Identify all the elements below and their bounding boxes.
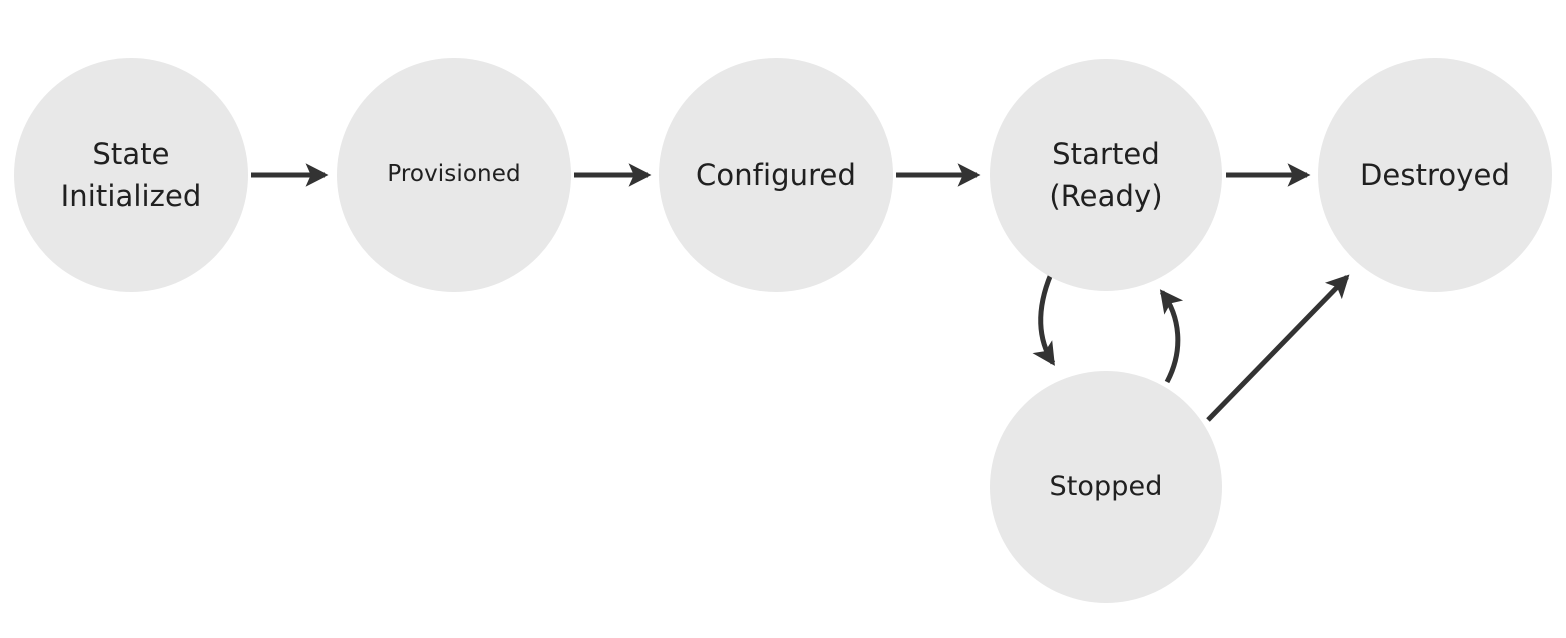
edge-stopped-to-destroyed xyxy=(1206,274,1350,422)
node-stopped[interactable]: Stopped xyxy=(990,371,1222,603)
node-label: Destroyed xyxy=(1360,157,1510,192)
node-label: State Initialized xyxy=(60,136,202,213)
node-configured[interactable]: Configured xyxy=(659,58,893,292)
node-destroyed[interactable]: Destroyed xyxy=(1318,58,1552,292)
edge-stopped-to-started xyxy=(1159,289,1184,384)
node-label: Stopped xyxy=(1049,471,1163,503)
edge-started-to-stopped xyxy=(1032,273,1056,366)
node-provisioned[interactable]: Provisioned xyxy=(337,58,571,292)
node-label: Provisioned xyxy=(387,161,521,188)
node-label: Configured xyxy=(696,157,856,192)
node-label: Started (Ready) xyxy=(1049,136,1163,213)
node-started-ready[interactable]: Started (Ready) xyxy=(990,59,1222,291)
node-state-initialized[interactable]: State Initialized xyxy=(14,58,248,292)
